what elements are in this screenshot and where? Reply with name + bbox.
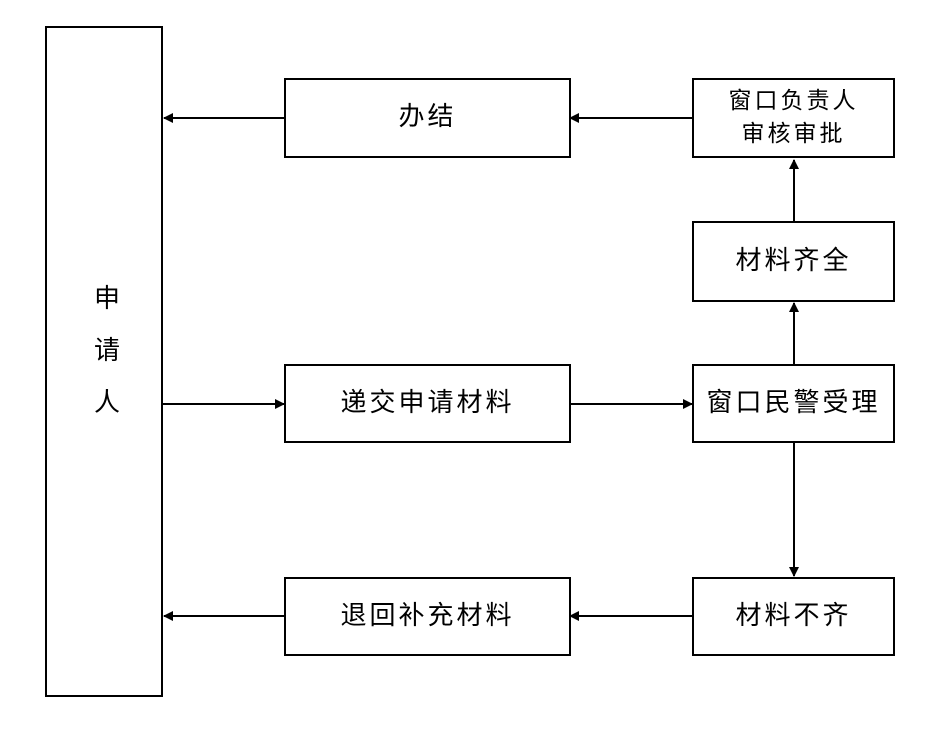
materials-incomplete-box: 材料不齐 [692, 577, 895, 656]
return-supplement-box: 退回补充材料 [284, 577, 571, 656]
window-police-accept-label: 窗口民警受理 [706, 387, 881, 418]
window-police-accept-box: 窗口民警受理 [692, 364, 895, 443]
applicant-label: 申请人 [89, 283, 120, 440]
submit-materials-label: 递交申请材料 [340, 387, 515, 418]
submit-materials-box: 递交申请材料 [284, 364, 571, 443]
window-supervisor-review-box: 窗口负责人 审核审批 [692, 78, 895, 158]
return-supplement-label: 退回补充材料 [340, 600, 515, 631]
materials-complete-label: 材料齐全 [735, 245, 852, 276]
materials-complete-box: 材料齐全 [692, 221, 895, 302]
materials-incomplete-label: 材料不齐 [735, 600, 852, 631]
completed-box: 办结 [284, 78, 571, 158]
completed-label: 办结 [398, 102, 457, 133]
window-supervisor-review-label: 窗口负责人 审核审批 [728, 87, 859, 147]
applicant-box: 申请人 [45, 26, 163, 697]
